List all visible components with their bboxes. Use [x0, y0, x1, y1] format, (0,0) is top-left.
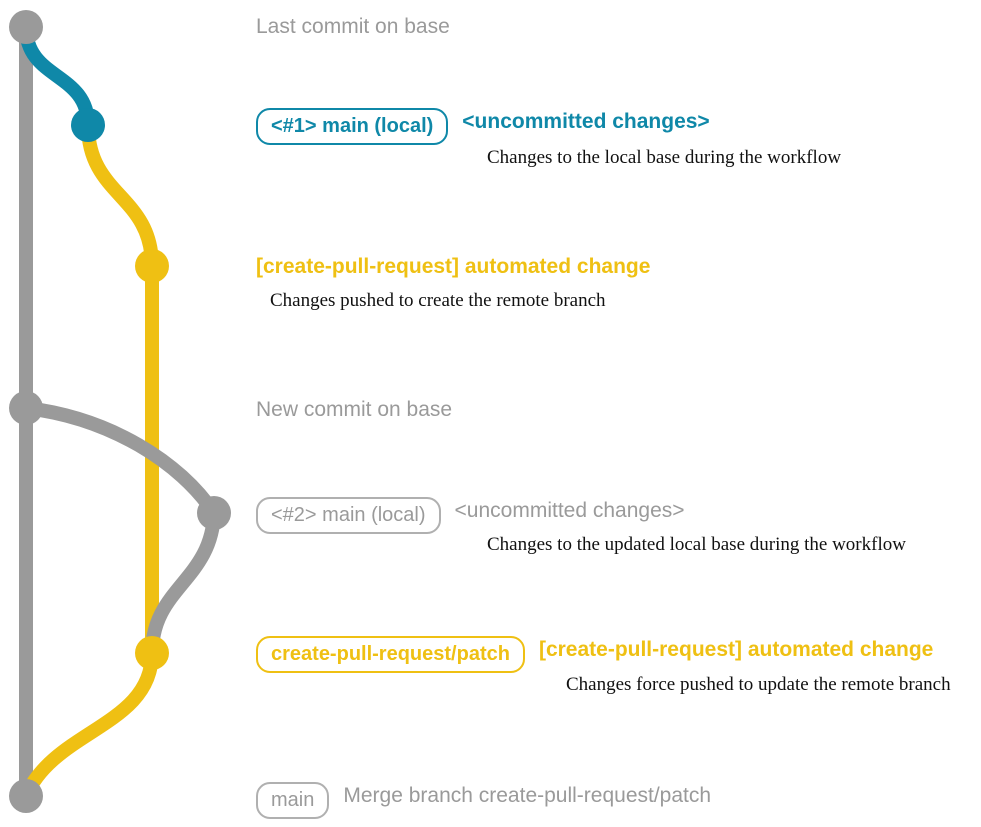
commit-subject: <uncommitted changes>: [462, 110, 710, 133]
node-base-last[interactable]: [9, 10, 43, 44]
commit-note-automated-change-1: Changes pushed to create the remote bran…: [270, 290, 606, 311]
commit-subject: <uncommitted changes>: [454, 499, 685, 522]
node-base-new[interactable]: [9, 391, 43, 425]
node-patch-1[interactable]: [135, 249, 169, 283]
commit-row-local-main-2: <#2> main (local) <uncommitted changes>: [256, 497, 685, 534]
commit-subject: Merge branch create-pull-request/patch: [343, 784, 712, 807]
edge-base-new-to-local-2: [19, 401, 221, 520]
commit-note-local-main-2: Changes to the updated local base during…: [487, 534, 906, 555]
commit-row-last-commit-on-base: Last commit on base: [256, 13, 450, 41]
branch-badge-main[interactable]: main: [256, 782, 330, 819]
commit-note-local-main-1: Changes to the local base during the wor…: [487, 147, 842, 168]
branch-badge-local-main-1[interactable]: <#1> main (local): [256, 108, 449, 145]
commit-row-merge-commit: main Merge branch create-pull-request/pa…: [256, 782, 711, 819]
edge-patch-2-to-merge: [19, 646, 159, 803]
commit-row-automated-change-2: create-pull-request/patch [create-pull-r…: [256, 636, 933, 673]
node-patch-2[interactable]: [135, 636, 169, 670]
edge-local-2-to-patch-2: [145, 506, 221, 660]
branch-badge-local-main-2[interactable]: <#2> main (local): [256, 497, 441, 534]
branch-badge-create-pull-request-patch[interactable]: create-pull-request/patch: [256, 636, 525, 673]
commit-row-automated-change-1: [create-pull-request] automated change: [256, 253, 650, 281]
commit-row-new-commit-on-base: New commit on base: [256, 396, 452, 424]
commit-note-automated-change-2: Changes force pushed to update the remot…: [566, 674, 951, 695]
commit-subject: Last commit on base: [256, 15, 450, 38]
commit-subject: [create-pull-request] automated change: [256, 255, 651, 278]
commit-subject: [create-pull-request] automated change: [538, 638, 934, 661]
node-local-2[interactable]: [197, 496, 231, 530]
node-merge[interactable]: [9, 779, 43, 813]
commit-subject: New commit on base: [256, 398, 453, 421]
commit-row-local-main-1: <#1> main (local) <uncommitted changes>: [256, 108, 710, 145]
node-local-1[interactable]: [71, 108, 105, 142]
edge-local-1-to-patch-1: [81, 118, 159, 273]
